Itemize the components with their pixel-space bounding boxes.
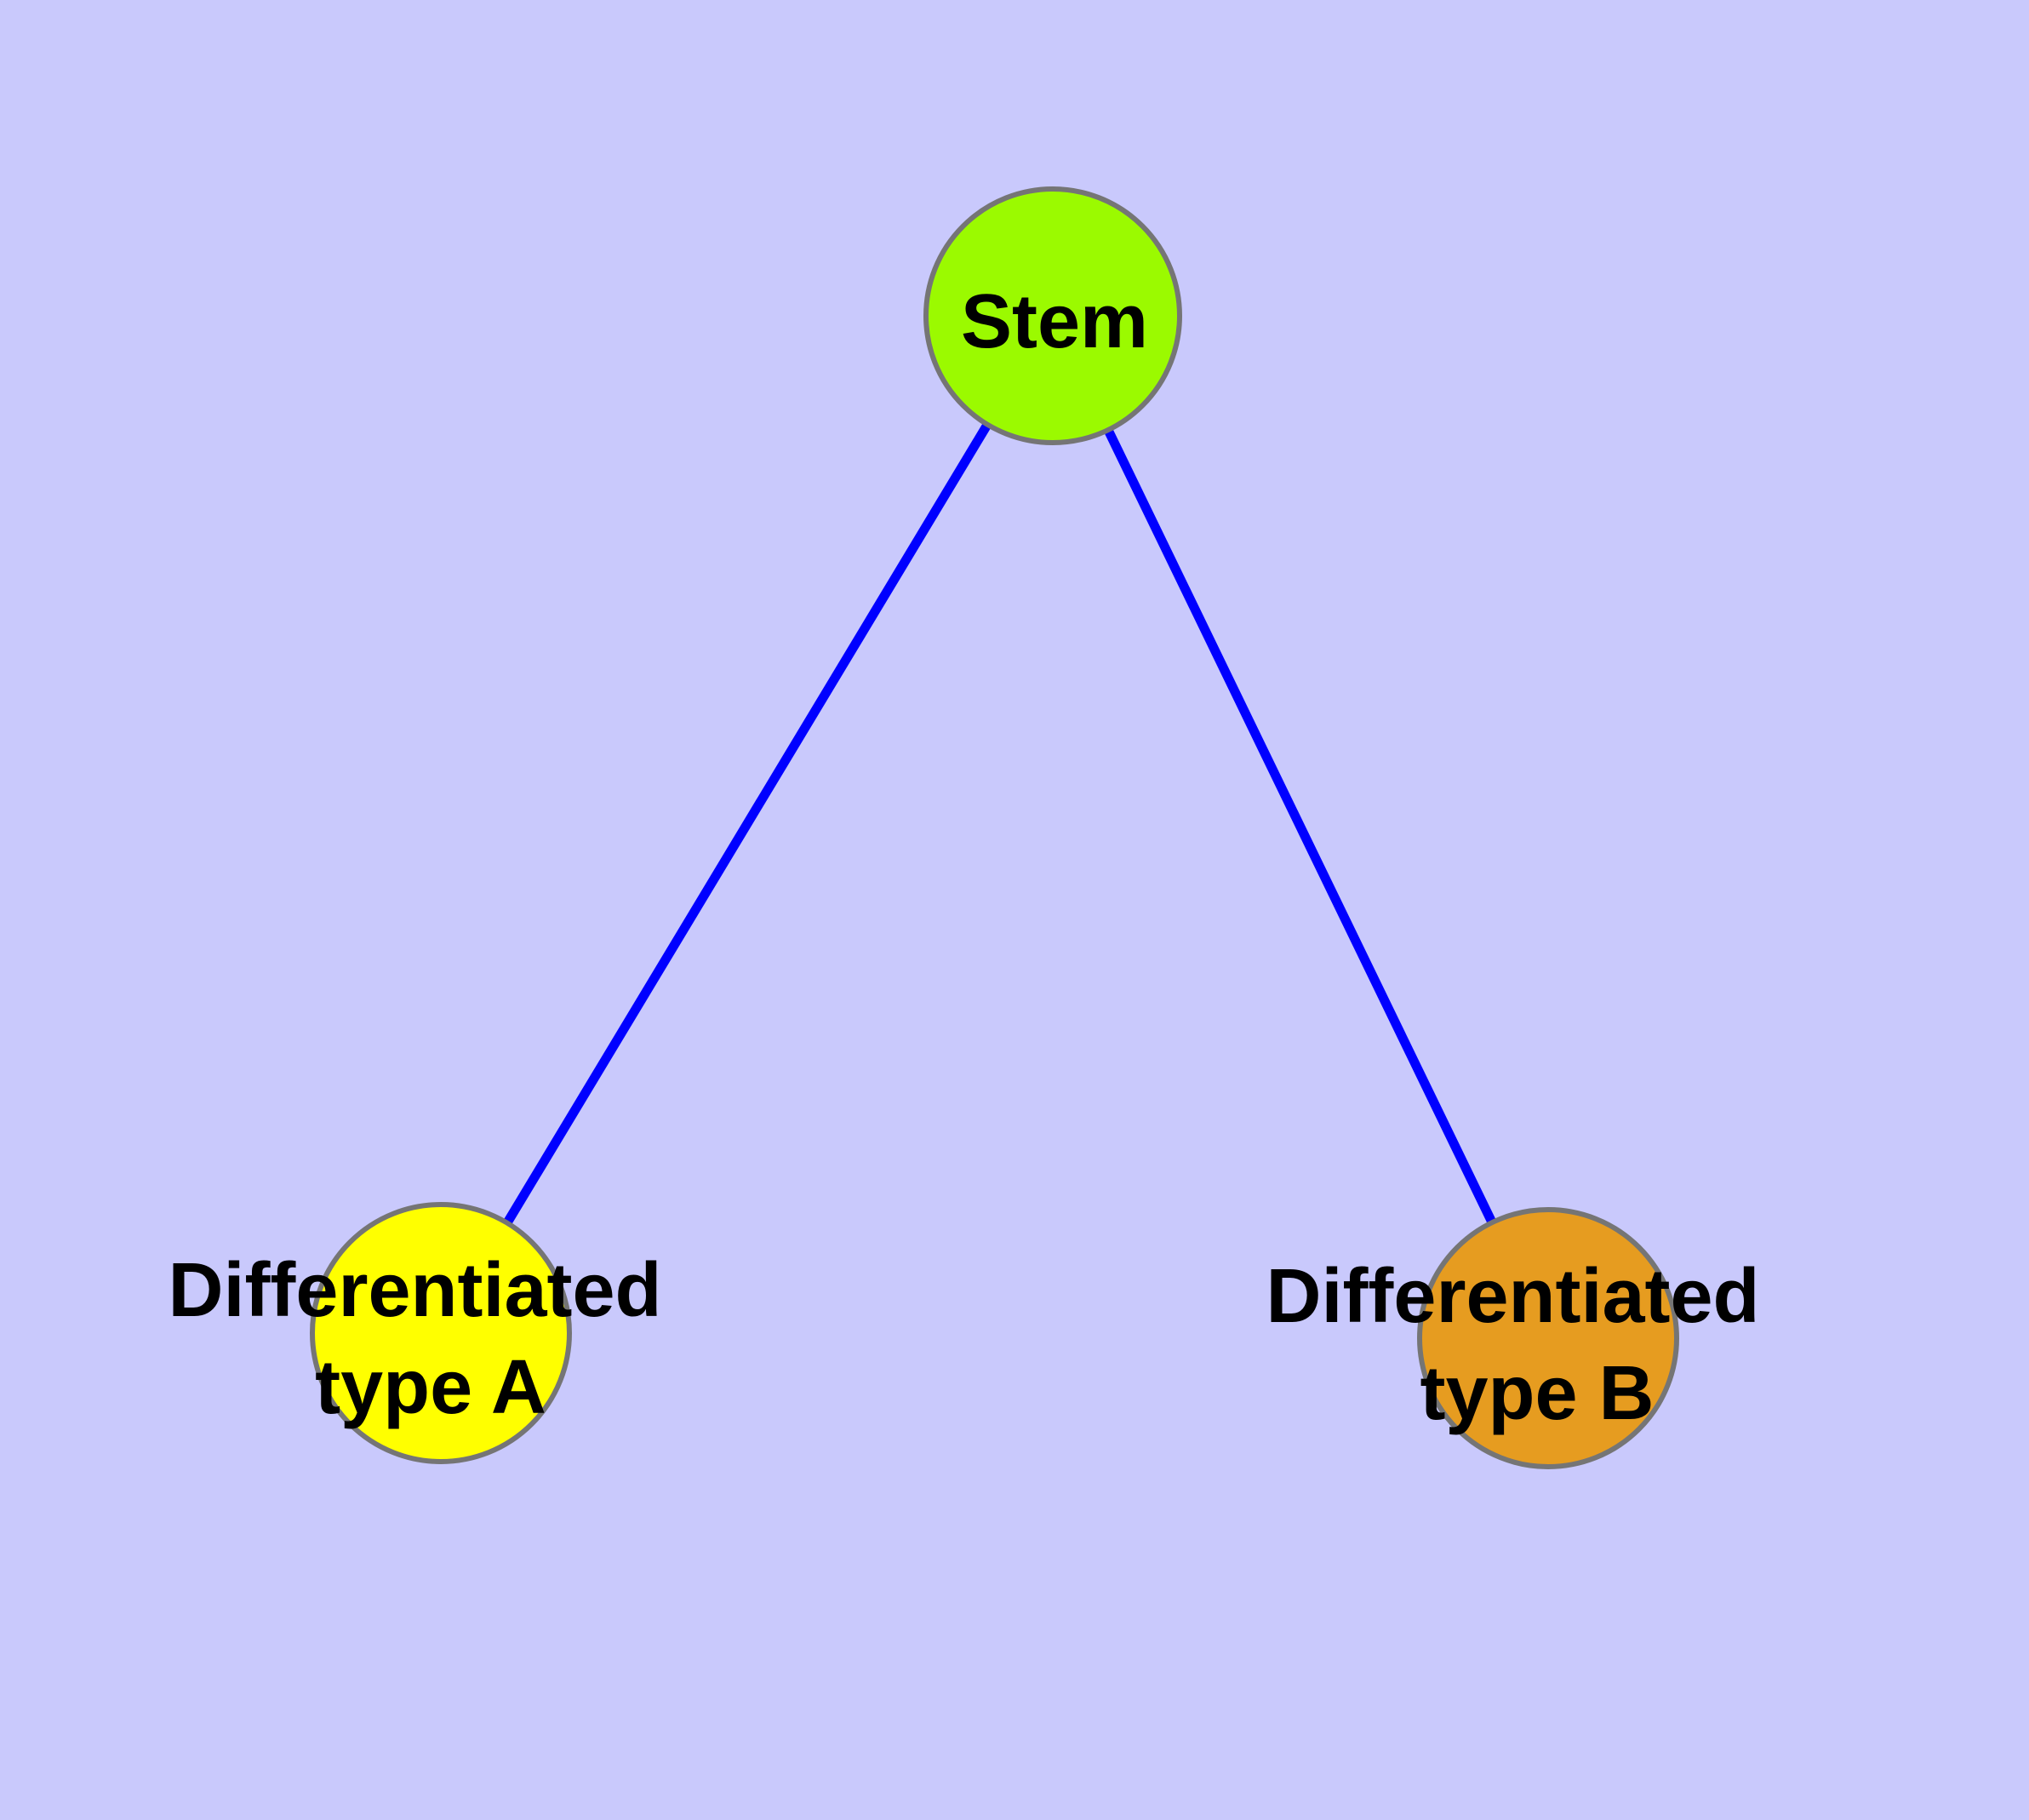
node-differentiated-type-b-circle [1417,1207,1679,1469]
edge-stem-to-type-a [437,313,1057,1336]
node-differentiated-type-a-label-line2: type A [315,1345,546,1430]
node-differentiated-type-b-label-line1: Differentiated [1266,1254,1759,1339]
node-differentiated-type-b-label-line2: type B [1420,1351,1654,1436]
node-stem-circle [923,186,1182,445]
edge-stem-to-type-b [1049,313,1552,1341]
node-differentiated-type-a: Differentiated type A [168,1202,683,1464]
node-stem-label: Stem [961,279,1148,364]
node-stem: Stem [923,186,1182,445]
node-differentiated-type-a-label-line1: Differentiated [168,1248,661,1333]
node-differentiated-type-a-circle [310,1202,572,1464]
node-differentiated-type-b-label: Differentiated type B [1266,1254,1780,1436]
node-differentiated-type-b: Differentiated type B [1266,1207,1780,1469]
node-differentiated-type-a-label: Differentiated type A [168,1248,683,1430]
